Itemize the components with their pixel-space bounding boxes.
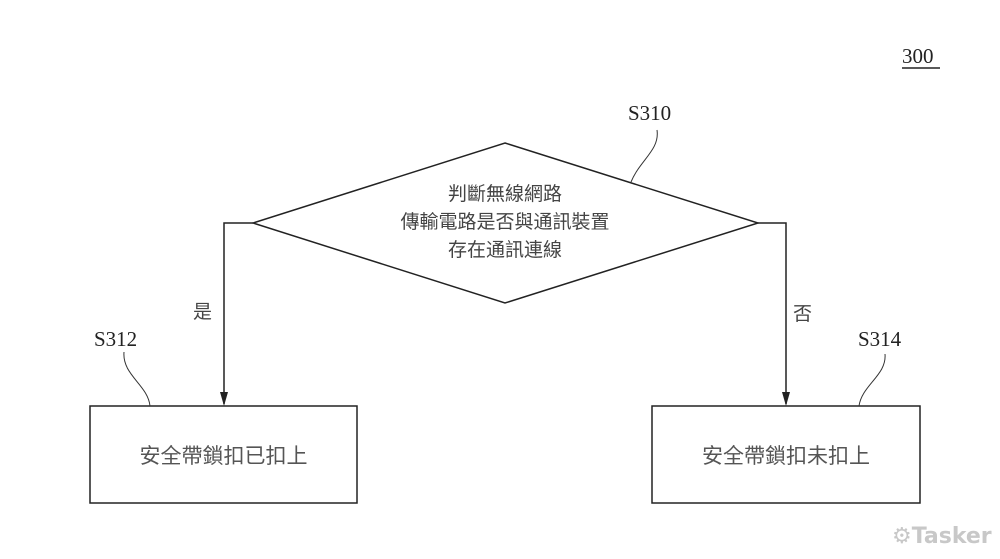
figure-number: 300: [902, 44, 934, 68]
decision-line-1: 判斷無線網路: [447, 183, 562, 205]
box-s314: [651, 405, 921, 504]
step-id-s310: S310: [628, 101, 672, 125]
step-id-s312: S312: [94, 327, 138, 351]
box-s312: [89, 405, 358, 504]
box-s312-text: 安全帶鎖扣已扣上: [139, 444, 308, 468]
watermark-logo-icon: ⚙: [892, 524, 912, 549]
leader-s314: [858, 353, 886, 407]
no-label: 否: [793, 303, 813, 325]
box-s314-text: 安全帶鎖扣未扣上: [702, 444, 870, 468]
no-connector: [758, 222, 787, 404]
decision-line-3: 存在通訊連線: [447, 239, 562, 261]
decision-diamond: [250, 142, 761, 304]
leader-s312: [123, 351, 151, 407]
watermark: ⚙Tasker: [892, 524, 992, 549]
yes-arrowhead: [220, 392, 228, 406]
yes-connector: [223, 222, 253, 404]
watermark-text: Tasker: [911, 524, 992, 549]
leader-s310: [630, 129, 658, 183]
yes-label: 是: [193, 301, 213, 323]
no-arrowhead: [782, 392, 790, 406]
decision-line-2: 傳輸電路是否與通訊裝置: [400, 211, 610, 233]
step-id-s314: S314: [858, 327, 902, 351]
decision-text: 判斷無線網路 傳輸電路是否與通訊裝置 存在通訊連線: [330, 180, 680, 264]
